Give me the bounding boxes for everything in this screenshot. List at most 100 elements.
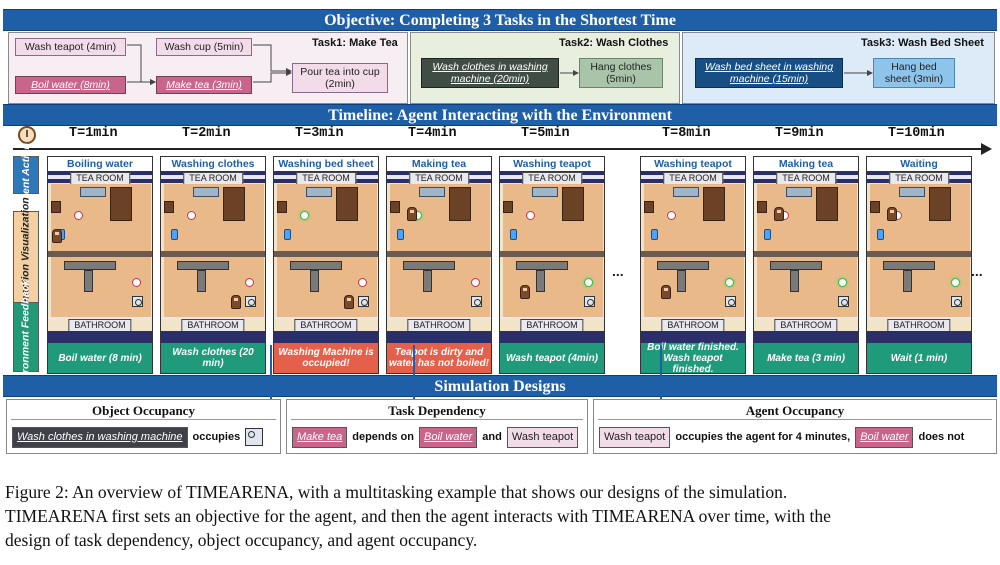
bed	[223, 187, 245, 221]
time-label: T=1min	[69, 126, 118, 141]
time-label: T=4min	[408, 126, 457, 141]
wash-teapot-chip: Wash teapot	[506, 426, 579, 448]
task-dependency-row: Make tea depends on Boil water and Wash …	[292, 425, 582, 449]
mid-wall	[754, 251, 858, 257]
hang-clothes-box: Hang clothes (5min)	[579, 58, 663, 88]
water-bottle	[397, 229, 404, 240]
and-text: and	[482, 431, 502, 443]
wall-stripe	[387, 317, 491, 319]
sofa	[80, 187, 106, 197]
sofa	[673, 187, 699, 197]
ellipsis-end: ...	[971, 263, 983, 279]
bed	[449, 187, 471, 221]
sink-stand	[536, 270, 545, 292]
washing-machine	[471, 296, 482, 307]
sofa	[532, 187, 558, 197]
sink-stand	[423, 270, 432, 292]
timeline-banner: Timeline: Agent Interacting with the Env…	[3, 104, 997, 126]
agent-sprite	[52, 229, 62, 243]
cabinet	[164, 201, 174, 213]
washing-machine	[838, 296, 849, 307]
environment-feedback: Wait (1 min)	[867, 343, 971, 373]
time-label: T=5min	[521, 126, 570, 141]
sink-stand	[197, 270, 206, 292]
sink-counter	[177, 261, 229, 270]
environment-feedback-label: Environment Feedback	[13, 279, 39, 395]
wall	[867, 331, 971, 345]
wall	[161, 331, 265, 345]
wall	[500, 331, 604, 345]
wall	[274, 331, 378, 345]
water-bottle	[764, 229, 771, 240]
mid-wall	[500, 251, 604, 257]
agent-action: Waiting	[867, 157, 971, 171]
sofa	[786, 187, 812, 197]
clock-icon	[18, 126, 36, 144]
task1-panel: Task1: Make Tea Wash teapot (4min) Wash …	[8, 32, 408, 104]
caption-line-2: TIMEARENA first sets an objective for th…	[5, 506, 831, 526]
bed	[110, 187, 132, 221]
agent-action: Washing clothes	[161, 157, 265, 171]
cabinet	[503, 201, 513, 213]
environment-feedback: Wash teapot (4min)	[500, 343, 604, 373]
wall-stripe	[500, 317, 604, 319]
agent-sprite	[344, 295, 354, 309]
task-dependency-panel: Task Dependency Make tea depends on Boil…	[286, 399, 588, 454]
sink-counter	[290, 261, 342, 270]
agent-sprite	[520, 285, 530, 299]
sink-counter	[516, 261, 568, 270]
agent-action: Boiling water	[48, 157, 152, 171]
time-label: T=9min	[775, 126, 824, 141]
kettle-object	[838, 278, 847, 287]
wash-cup-box: Wash cup (5min)	[156, 38, 252, 56]
washing-machine-icon	[245, 428, 264, 446]
mid-wall	[161, 251, 265, 257]
timeline: Agent Action Interaction Visualization E…	[3, 123, 997, 395]
bed	[703, 187, 725, 221]
boil-water-box: Boil water (8min)	[15, 76, 126, 94]
wash-teapot-chip-2: Wash teapot	[599, 426, 671, 448]
sofa	[306, 187, 332, 197]
cabinet	[757, 201, 767, 213]
task-dependency-title: Task Dependency	[388, 403, 486, 418]
washing-machine	[358, 296, 369, 307]
sink-counter	[657, 261, 709, 270]
teapot-object	[526, 211, 535, 220]
task1-title: Task1: Make Tea	[312, 37, 398, 49]
sink-stand	[84, 270, 93, 292]
sink-stand	[903, 270, 912, 292]
wall	[48, 331, 152, 345]
rule	[291, 419, 583, 420]
cabinet	[51, 201, 61, 213]
occupies-text: occupies	[192, 431, 241, 443]
water-bottle	[171, 229, 178, 240]
agent-action: Making tea	[754, 157, 858, 171]
teapot-object	[74, 211, 83, 220]
wall-stripe	[48, 317, 152, 319]
agent-action: Washing bed sheet	[274, 157, 378, 171]
mid-wall	[274, 251, 378, 257]
task3-panel: Task3: Wash Bed Sheet Wash bed sheet in …	[682, 32, 995, 104]
water-bottle	[651, 229, 658, 240]
mid-wall	[48, 251, 152, 257]
kettle-object	[584, 278, 593, 287]
agent-sprite	[887, 207, 897, 221]
wall-stripe	[754, 317, 858, 319]
bed	[562, 187, 584, 221]
sofa	[899, 187, 925, 197]
task2-arrow	[560, 70, 579, 76]
sink-counter	[883, 261, 935, 270]
sofa	[419, 187, 445, 197]
caption-line-3: design of task dependency, object occupa…	[5, 530, 478, 550]
wall	[387, 331, 491, 345]
object-occupancy-row: Wash clothes in washing machine occupies	[12, 425, 275, 449]
connector-object	[270, 345, 272, 400]
wall	[641, 331, 745, 345]
agent-action: Making tea	[387, 157, 491, 171]
time-axis-arrowhead	[981, 143, 992, 155]
